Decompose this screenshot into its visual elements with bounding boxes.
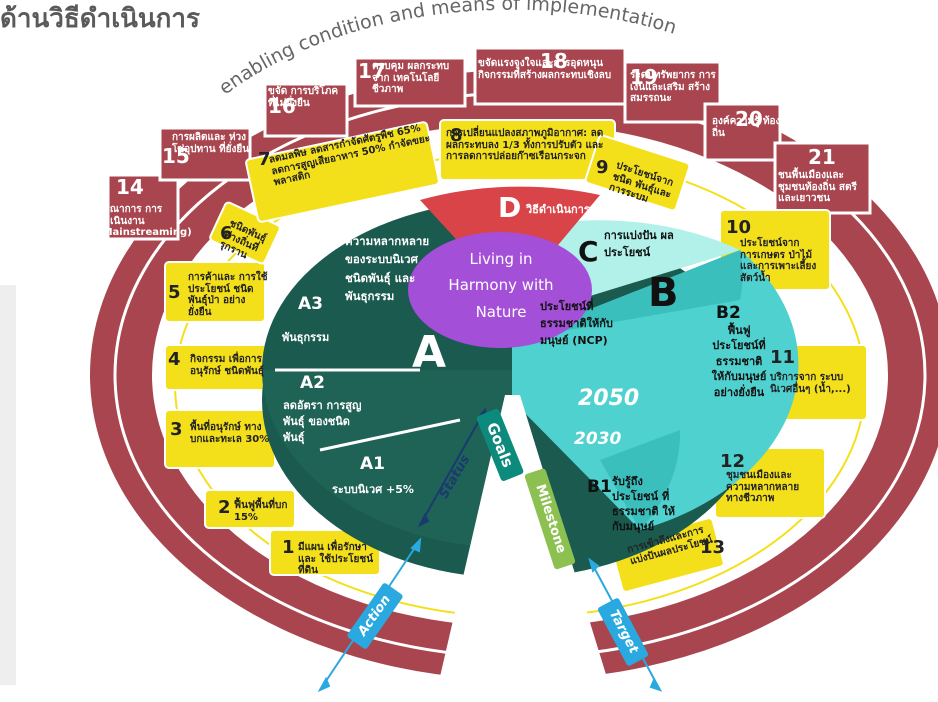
center-label: Living in Harmony with Nature — [448, 250, 554, 321]
yellow-item-box — [269, 529, 381, 576]
a-divider-2 — [319, 418, 461, 452]
a3-text: พันธุกรรม — [282, 331, 330, 344]
yellow-item-text: การเปลี่ยนแปลงสภาพภูมิอากาศ: ลดผลกระทบลง… — [446, 128, 604, 162]
outer-item-number: 14 — [116, 175, 144, 199]
outer-item-number: 18 — [540, 49, 568, 73]
outer-item-box — [263, 82, 349, 138]
yellow-item-number: 2 — [218, 497, 231, 518]
outer-item-text: ชนพื้นเมืองและ ชุมชนท้องถิ่น สตรีและเยาว… — [778, 170, 857, 204]
yellow-item-number: 13 — [700, 537, 726, 558]
yellow-ring — [164, 119, 868, 593]
yellow-item-number: 9 — [596, 157, 609, 178]
yellow-item-number: 5 — [168, 282, 181, 303]
yellow-item-box — [204, 489, 296, 529]
yellow-item-number: 1 — [282, 537, 295, 558]
yellow-item-text: มีแผน เพื่อรักษาและ ใช้ประโยชน์ที่ดิน — [298, 542, 374, 576]
yellow-item-number: 8 — [450, 125, 463, 146]
b2-code: B2 — [716, 303, 741, 323]
a-text: ความหลากหลาย ของระบบนิเวศ ชนิดพันธุ์ และ… — [345, 234, 430, 304]
yellow-item-text: การค้าและ การใช้ประโยชน์ ชนิดพันธุ์ป่า อ… — [188, 272, 268, 318]
a1-code: A1 — [360, 454, 385, 474]
outer-item-text: องค์ความรู้ ท้องถิ่น — [712, 116, 781, 139]
c-text: การแบ่งปัน ผลประโยชน์ — [604, 229, 674, 259]
outer-item-text: ขจัดแรงจูงใจและการอุดหนุน กิจกรรมที่สร้า… — [478, 58, 612, 81]
a1-text: ระบบนิเวศ +5% — [332, 483, 414, 496]
yellow-item-text: ประโยชน์จาก การเกษตร ป่าไม้ และการเพาะเล… — [740, 238, 817, 284]
a2-text: ลดอัตรา การสูญพันธุ์ ของชนิดพันธุ์ — [283, 399, 362, 444]
outer-item-text: ควบคุม ผลกระทบจาก เทคโนโลยีชีวภาพ — [372, 61, 450, 95]
yellow-item-box — [164, 261, 266, 323]
outer-item-box — [473, 46, 627, 106]
d-text: วิธีดำเนินการ — [526, 203, 590, 216]
yellow-item-number: 11 — [770, 347, 796, 368]
outer-item-number: 16 — [268, 94, 296, 118]
b-letter: B — [648, 270, 679, 316]
yellow-item-number: 7 — [258, 149, 271, 170]
outer-item-number: 20 — [735, 107, 763, 131]
outer-item-text: ขจัด การบริโภค ที่ไม่ยั่งยืน — [268, 86, 339, 109]
center-ellipse — [408, 232, 592, 348]
yellow-item-text: ชุมชนเมืองและ ความหลากหลาย ทางชีวภาพ — [726, 470, 800, 504]
yellow-item-number: 12 — [720, 451, 746, 472]
outer-item-box — [158, 126, 252, 182]
a2-code: A2 — [300, 373, 325, 393]
yellow-item-box — [245, 121, 440, 223]
yellow-item-text: พื้นที่อนุรักษ์ ทางบกและทะเล 30% — [190, 422, 270, 445]
outer-item-number: 17 — [358, 59, 386, 83]
outer-item-box — [773, 141, 872, 215]
b2-text: ฟื้นฟู ประโยชน์ที่ ธรรมชาติ ให้กับมนุษย์… — [711, 324, 767, 399]
c-letter: C — [578, 235, 599, 268]
sector-a-front — [262, 370, 512, 548]
outer-item-box — [703, 102, 782, 162]
yellow-item-text: กิจกรรม เพื่อการอนุรักษ์ ชนิดพันธุ์ — [190, 354, 264, 377]
left-panel — [0, 285, 16, 685]
year-2030: 2030 — [574, 429, 622, 449]
b1-text: รับรู้ถึงประโยชน์ ที่ธรรมชาติ ให้กับมนุษ… — [612, 475, 676, 533]
outer-item-box — [106, 173, 180, 241]
yellow-item-number: 10 — [726, 217, 752, 238]
yellow-item-box — [584, 134, 691, 212]
yellow-item-box — [209, 201, 281, 265]
yellow-item-text: ฟื้นฟูพื้นที่บก 15% — [234, 500, 288, 523]
year-2050: 2050 — [578, 386, 640, 411]
sector-b1 — [600, 430, 681, 530]
outer-item-text: บูรณาการ การดำเนินงาน (Mainstreaming) — [98, 204, 192, 238]
yellow-item-number: 3 — [170, 419, 183, 440]
yellow-item-text: บริการจาก ระบบนิเวศอื่นๆ (น้ำ,...) — [770, 372, 851, 395]
b-text: ประโยชน์ที่ ธรรมชาติให้กับ มนุษย์ (NCP) — [540, 300, 613, 348]
outer-item-box — [353, 56, 467, 108]
yellow-item-number: 4 — [168, 349, 181, 370]
center-wedge — [434, 395, 615, 702]
page-title: ด้านวิธีดำเนินการ — [0, 4, 200, 34]
a-letter: A — [412, 327, 447, 378]
outer-item-number: 21 — [808, 145, 836, 169]
a3-code: A3 — [298, 294, 323, 314]
outer-item-number: 19 — [630, 65, 658, 89]
outer-item-text: การผลิตและ ห่วงโซ่อุปทาน ที่ยั่งยืน — [172, 132, 250, 155]
outer-item-number: 15 — [162, 144, 190, 168]
d-letter: D — [498, 191, 522, 224]
b1-code: B1 — [587, 477, 612, 497]
outer-item-text: ระดมทรัพยากร การเงินและเสริม สร้างสมรรถน… — [630, 70, 716, 104]
yellow-item-number: 6 — [220, 223, 233, 244]
